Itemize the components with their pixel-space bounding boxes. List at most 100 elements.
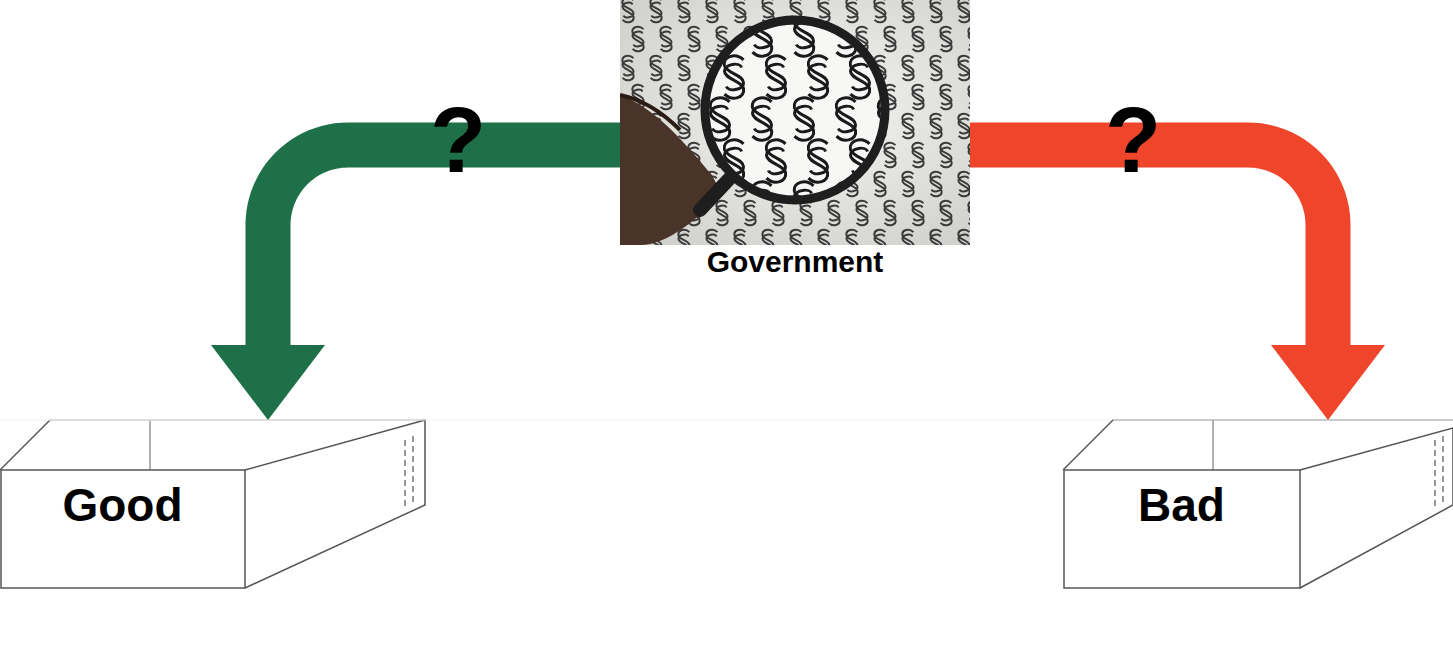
section-symbol bbox=[902, 114, 913, 138]
section-symbol bbox=[892, 140, 911, 182]
section-symbol bbox=[958, 0, 969, 22]
node-label: Bad bbox=[1063, 478, 1300, 532]
section-symbol bbox=[930, 230, 941, 245]
section-symbol bbox=[622, 0, 633, 22]
section-symbol bbox=[734, 0, 745, 22]
section-symbol bbox=[818, 230, 829, 245]
image-node: Government bbox=[620, 0, 970, 245]
section-symbol bbox=[884, 143, 895, 167]
section-symbol bbox=[846, 0, 857, 22]
section-symbol bbox=[884, 201, 895, 225]
arrow-head bbox=[1271, 345, 1385, 420]
section-symbol bbox=[650, 0, 661, 22]
section-symbol bbox=[968, 85, 970, 109]
section-symbol bbox=[912, 143, 923, 167]
arrow-head bbox=[211, 345, 325, 420]
section-symbol bbox=[688, 27, 699, 51]
section-symbol bbox=[884, 27, 895, 51]
section-symbol bbox=[766, 140, 785, 182]
section-symbol bbox=[968, 27, 970, 51]
section-symbol bbox=[836, 98, 855, 140]
node-label: Government bbox=[600, 245, 990, 279]
section-symbol bbox=[878, 182, 897, 224]
box-node: Good bbox=[0, 420, 430, 610]
section-symbol bbox=[650, 56, 661, 80]
box-inner-corner bbox=[149, 420, 151, 470]
section-symbol bbox=[790, 230, 801, 245]
section-symbol bbox=[846, 230, 857, 245]
section-symbol bbox=[912, 27, 923, 51]
section-symbol bbox=[724, 56, 743, 98]
section-symbol bbox=[874, 230, 885, 245]
section-symbol bbox=[968, 143, 970, 167]
section-symbol bbox=[902, 230, 913, 245]
section-symbol bbox=[874, 0, 885, 22]
section-symbol bbox=[678, 56, 689, 80]
box-drawing bbox=[1063, 420, 1453, 588]
edge-label: ? bbox=[430, 94, 486, 186]
section-symbol bbox=[968, 201, 970, 225]
box-front bbox=[1, 470, 245, 588]
section-symbol bbox=[958, 114, 969, 138]
box-tape bbox=[1435, 436, 1443, 510]
box-top-left-edge bbox=[1063, 420, 1113, 470]
section-symbol bbox=[902, 172, 913, 196]
section-symbol bbox=[688, 85, 699, 109]
section-symbol bbox=[912, 85, 923, 109]
section-symbol bbox=[678, 230, 689, 245]
section-symbol bbox=[940, 201, 951, 225]
section-symbol bbox=[878, 14, 897, 56]
section-symbol bbox=[632, 27, 643, 51]
section-symbol bbox=[734, 230, 745, 245]
box-front bbox=[1064, 470, 1300, 588]
box-tape bbox=[405, 436, 413, 510]
section-symbol bbox=[660, 27, 671, 51]
law-photo bbox=[620, 0, 970, 245]
box-side bbox=[1300, 428, 1453, 588]
box-node: Bad bbox=[1063, 420, 1453, 610]
section-symbol bbox=[706, 230, 717, 245]
section-symbol bbox=[828, 201, 839, 225]
section-symbol bbox=[744, 201, 755, 225]
section-symbol bbox=[794, 98, 813, 140]
section-symbol bbox=[912, 201, 923, 225]
section-symbol bbox=[940, 27, 951, 51]
section-symbol bbox=[940, 143, 951, 167]
hand-shape bbox=[620, 95, 722, 245]
section-symbol bbox=[940, 85, 951, 109]
section-symbol bbox=[958, 56, 969, 80]
section-symbol bbox=[958, 172, 969, 196]
flow-arrow bbox=[970, 145, 1385, 420]
section-symbol bbox=[710, 98, 729, 140]
hand-edge bbox=[620, 95, 680, 130]
section-symbol bbox=[800, 201, 811, 225]
section-symbol bbox=[660, 85, 671, 109]
lens-handle bbox=[700, 178, 730, 210]
section-symbol bbox=[678, 114, 689, 138]
section-symbol bbox=[902, 56, 913, 80]
section-symbol bbox=[772, 201, 783, 225]
section-symbol bbox=[762, 230, 773, 245]
section-symbol bbox=[874, 172, 885, 196]
section-symbol bbox=[752, 98, 771, 140]
box-side bbox=[245, 420, 425, 588]
section-symbol bbox=[678, 0, 689, 22]
box-top-left-edge bbox=[0, 420, 50, 470]
section-symbol bbox=[808, 140, 827, 182]
photo-paper bbox=[620, 0, 970, 245]
section-symbol bbox=[930, 172, 941, 196]
section-symbol bbox=[808, 56, 827, 98]
flow-arrow bbox=[211, 145, 620, 420]
box-inner-corner bbox=[1212, 420, 1214, 470]
section-symbol bbox=[930, 0, 941, 22]
node-label: Good bbox=[0, 478, 245, 532]
edge-label: ? bbox=[1105, 94, 1161, 186]
box-drawing bbox=[0, 420, 1453, 588]
box-back-edge bbox=[1113, 419, 1453, 421]
guide-line bbox=[0, 420, 1453, 421]
section-symbol bbox=[706, 0, 717, 22]
section-symbol bbox=[892, 56, 911, 98]
